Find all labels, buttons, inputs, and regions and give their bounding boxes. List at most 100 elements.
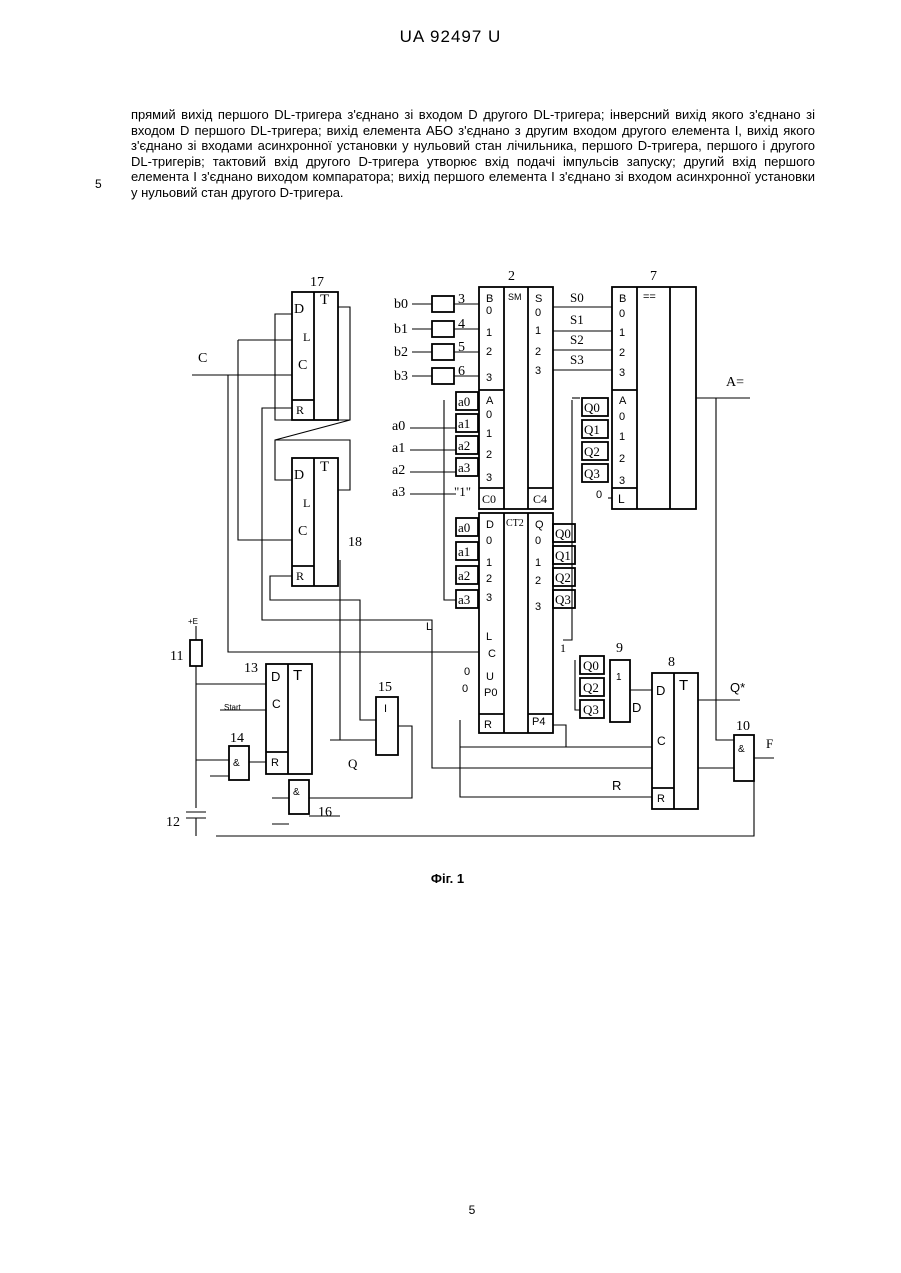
svg-text:3: 3 [458, 292, 465, 307]
line-number: 5 [95, 177, 102, 191]
svg-text:D: D [656, 683, 665, 698]
svg-text:3: 3 [619, 367, 625, 379]
svg-text:P4: P4 [532, 716, 545, 728]
svg-text:S2: S2 [570, 332, 584, 347]
svg-text:b3: b3 [394, 369, 408, 384]
svg-text:2: 2 [535, 346, 541, 358]
svg-text:3: 3 [535, 365, 541, 377]
circuit-diagram: 17 D L C R T D L C R T 18 C 2 B 0 1 2 3 … [160, 262, 800, 842]
svg-text:a3: a3 [458, 460, 470, 475]
svg-text:3: 3 [535, 601, 541, 613]
label-8: 8 [668, 655, 675, 670]
svg-text:R: R [484, 719, 492, 731]
label-16: 16 [318, 805, 332, 820]
svg-text:U: U [486, 671, 494, 683]
svg-text:a0: a0 [458, 520, 470, 535]
svg-text:R: R [296, 569, 304, 583]
svg-text:+E: +E [188, 617, 198, 626]
svg-text:1: 1 [535, 325, 541, 337]
svg-text:0: 0 [486, 409, 492, 421]
svg-text:T: T [320, 292, 329, 308]
svg-text:1: 1 [619, 327, 625, 339]
svg-text:Q2: Q2 [555, 570, 571, 585]
inverter-5 [432, 344, 454, 360]
svg-text:A=: A= [726, 375, 744, 390]
or-gate-9 [610, 660, 630, 722]
svg-text:a0: a0 [392, 419, 405, 434]
svg-text:0: 0 [486, 305, 492, 317]
svg-text:Q2: Q2 [584, 444, 600, 459]
svg-text:1: 1 [560, 641, 566, 655]
label-13: 13 [244, 661, 258, 676]
label-10: 10 [736, 719, 750, 734]
svg-text:1: 1 [486, 327, 492, 339]
patent-header: UA 92497 U [0, 27, 901, 47]
svg-text:a3: a3 [458, 592, 470, 607]
svg-text:2: 2 [486, 449, 492, 461]
svg-text:5: 5 [458, 340, 465, 355]
svg-text:3: 3 [486, 472, 492, 484]
svg-text:b0: b0 [394, 297, 408, 312]
inverter-4 [432, 321, 454, 337]
svg-text:Q3: Q3 [555, 592, 571, 607]
svg-text:a1: a1 [458, 416, 470, 431]
svg-text:0: 0 [619, 411, 625, 423]
svg-text:A: A [486, 395, 494, 407]
svg-text:P0: P0 [484, 687, 497, 699]
svg-text:B: B [619, 293, 626, 305]
svg-text:D: D [294, 302, 304, 317]
svg-text:a0: a0 [458, 394, 470, 409]
label-7: 7 [650, 269, 657, 284]
svg-text:a1: a1 [458, 544, 470, 559]
svg-text:2: 2 [486, 573, 492, 585]
svg-text:D: D [294, 468, 304, 483]
svg-text:F: F [766, 736, 773, 751]
svg-text:3: 3 [486, 592, 492, 604]
svg-text:2: 2 [619, 347, 625, 359]
svg-text:S1: S1 [570, 312, 584, 327]
svg-text:0: 0 [535, 307, 541, 319]
svg-text:C: C [488, 648, 496, 660]
figure-caption: Фіг. 1 [0, 871, 895, 886]
svg-text:Q*: Q* [730, 680, 745, 695]
svg-text:"1": "1" [454, 484, 471, 499]
svg-text:Q3: Q3 [584, 466, 600, 481]
svg-text:T: T [320, 459, 329, 475]
svg-text:L: L [426, 621, 432, 633]
svg-text:a2: a2 [458, 568, 470, 583]
svg-text:R: R [657, 793, 665, 805]
svg-text:2: 2 [486, 346, 492, 358]
svg-text:&: & [233, 758, 240, 769]
page-number: 5 [0, 1203, 901, 1217]
svg-text:A: A [619, 395, 627, 407]
svg-text:Q3: Q3 [583, 702, 599, 717]
svg-text:b1: b1 [394, 322, 408, 337]
svg-text:==: == [643, 291, 656, 303]
svg-text:SM: SM [508, 292, 522, 302]
inverter-3 [432, 296, 454, 312]
svg-text:C: C [272, 697, 281, 711]
svg-text:L: L [303, 330, 310, 344]
svg-text:B: B [486, 293, 493, 305]
svg-text:4: 4 [458, 317, 465, 332]
svg-text:0: 0 [596, 489, 602, 501]
label-9: 9 [616, 641, 623, 656]
svg-text:a3: a3 [392, 485, 405, 500]
svg-text:T: T [679, 677, 688, 694]
svg-text:C: C [298, 524, 307, 539]
label-14: 14 [230, 731, 244, 746]
svg-text:D: D [632, 700, 641, 715]
svg-text:C: C [198, 351, 207, 366]
label-2: 2 [508, 269, 515, 284]
svg-text:Q1: Q1 [555, 548, 571, 563]
svg-text:D: D [486, 519, 494, 531]
svg-text:6: 6 [458, 364, 465, 379]
svg-text:&: & [293, 787, 300, 798]
svg-text:C: C [298, 358, 307, 373]
body-paragraph: прямий вихід першого DL-тригера з'єднано… [131, 107, 815, 201]
svg-text:a2: a2 [392, 463, 405, 478]
svg-text:Q0: Q0 [584, 400, 600, 415]
svg-text:D: D [271, 669, 280, 684]
svg-text:Q0: Q0 [555, 526, 571, 541]
svg-text:b2: b2 [394, 345, 408, 360]
